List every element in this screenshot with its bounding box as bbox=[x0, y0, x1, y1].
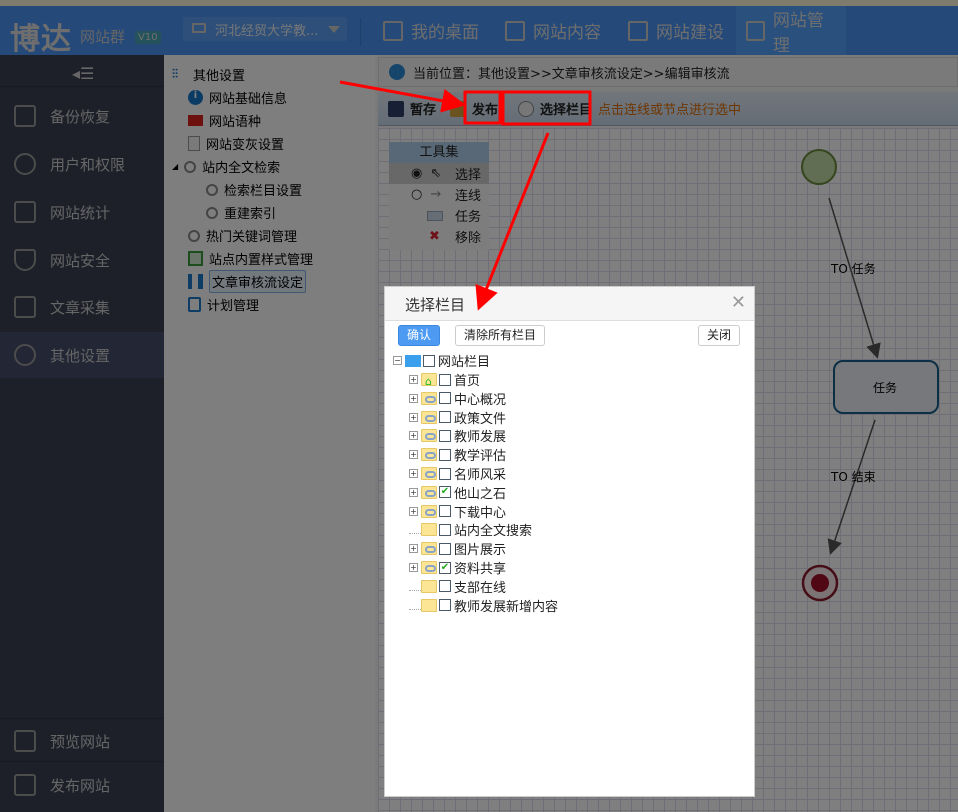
column-row[interactable]: + 图片展示 bbox=[409, 539, 506, 558]
checkbox[interactable] bbox=[439, 580, 451, 593]
checkbox[interactable] bbox=[439, 392, 451, 405]
folder-icon bbox=[421, 448, 437, 462]
tree-label: 教师发展新增内容 bbox=[454, 599, 559, 615]
tree-label: 教师发展 bbox=[454, 430, 507, 446]
home-folder-icon: ⌂ bbox=[421, 373, 437, 387]
checkbox[interactable] bbox=[439, 542, 451, 555]
dialog-header: 选择栏目 ✕ bbox=[385, 287, 754, 321]
folder-icon bbox=[421, 467, 437, 480]
folder-icon bbox=[421, 561, 437, 574]
tree-label: 教学评估 bbox=[454, 449, 507, 465]
checkbox[interactable] bbox=[439, 467, 451, 480]
column-row[interactable]: + ✔资料共享 bbox=[409, 558, 506, 577]
column-row[interactable]: 站内全文搜索 bbox=[409, 520, 532, 539]
folder-icon bbox=[421, 523, 437, 537]
checkbox[interactable] bbox=[439, 523, 451, 536]
expand-icon[interactable]: + bbox=[409, 375, 418, 384]
tree-label: 站内全文搜索 bbox=[454, 524, 533, 540]
column-row[interactable]: 教师发展新增内容 bbox=[409, 596, 558, 615]
expand-icon[interactable]: + bbox=[409, 431, 418, 441]
confirm-button[interactable]: 确认 bbox=[398, 325, 441, 346]
checkbox[interactable]: ✔ bbox=[439, 561, 451, 574]
column-row[interactable]: + 中心概况 bbox=[409, 389, 506, 408]
tree-label: 他山之石 bbox=[454, 486, 507, 502]
expand-icon[interactable]: + bbox=[409, 563, 418, 572]
tree-root-row[interactable]: − 网站栏目 bbox=[393, 351, 490, 370]
tree-label: 名师风采 bbox=[454, 468, 507, 483]
tree-connector bbox=[409, 601, 421, 610]
expand-icon[interactable]: + bbox=[409, 412, 418, 422]
column-row[interactable]: + 名师风采 bbox=[409, 464, 506, 483]
folder-icon bbox=[421, 485, 437, 499]
column-row[interactable]: + 教师发展 bbox=[409, 426, 506, 445]
monitor-icon bbox=[405, 354, 421, 367]
tree-label: 首页 bbox=[454, 374, 481, 389]
checkbox[interactable] bbox=[439, 599, 451, 612]
checkbox[interactable] bbox=[439, 429, 451, 442]
tree-label: 网站栏目 bbox=[438, 355, 491, 370]
tree-label: 政策文件 bbox=[454, 411, 507, 427]
expand-icon[interactable]: + bbox=[409, 469, 418, 478]
expand-icon[interactable]: + bbox=[409, 487, 418, 497]
checkbox[interactable] bbox=[439, 505, 451, 518]
expand-icon[interactable]: + bbox=[409, 450, 418, 460]
clear-all-button[interactable]: 清除所有栏目 bbox=[455, 325, 546, 346]
folder-icon bbox=[421, 410, 437, 424]
tree-label: 资料共享 bbox=[454, 562, 507, 577]
select-column-dialog: 选择栏目 ✕ 确认 清除所有栏目 关闭 −网站栏目 +⌂首页+中心概况+政策文件… bbox=[384, 286, 755, 797]
tree-label: 图片展示 bbox=[454, 543, 507, 559]
dialog-title: 选择栏目 bbox=[405, 296, 466, 314]
checkbox[interactable] bbox=[439, 448, 451, 461]
checkbox[interactable] bbox=[439, 411, 451, 424]
column-row[interactable]: + ✔他山之石 bbox=[409, 483, 506, 502]
expand-icon[interactable]: + bbox=[409, 506, 418, 516]
close-icon[interactable]: ✕ bbox=[730, 292, 746, 313]
column-row[interactable]: + 下载中心 bbox=[409, 502, 506, 521]
column-row[interactable]: + 教学评估 bbox=[409, 445, 506, 464]
expand-icon[interactable]: + bbox=[409, 544, 418, 554]
tree-connector bbox=[409, 582, 421, 591]
column-row[interactable]: 支部在线 bbox=[409, 577, 506, 596]
tree-label: 中心概况 bbox=[454, 392, 507, 408]
checkbox[interactable] bbox=[423, 354, 435, 367]
folder-icon bbox=[421, 542, 437, 556]
close-button[interactable]: 关闭 bbox=[698, 325, 741, 346]
folder-icon bbox=[421, 504, 437, 518]
expand-icon[interactable]: + bbox=[409, 393, 418, 403]
tree-connector bbox=[409, 525, 421, 535]
checkbox[interactable] bbox=[439, 373, 451, 386]
tree-label: 支部在线 bbox=[454, 580, 507, 596]
folder-icon bbox=[421, 429, 437, 443]
column-row[interactable]: + 政策文件 bbox=[409, 408, 506, 427]
column-row[interactable]: +⌂ 首页 bbox=[409, 370, 480, 389]
folder-icon bbox=[421, 391, 437, 405]
folder-icon bbox=[421, 598, 437, 612]
folder-icon bbox=[421, 579, 437, 593]
checkbox[interactable]: ✔ bbox=[439, 486, 451, 499]
tree-label: 下载中心 bbox=[454, 505, 507, 521]
collapse-icon[interactable]: − bbox=[393, 356, 402, 365]
